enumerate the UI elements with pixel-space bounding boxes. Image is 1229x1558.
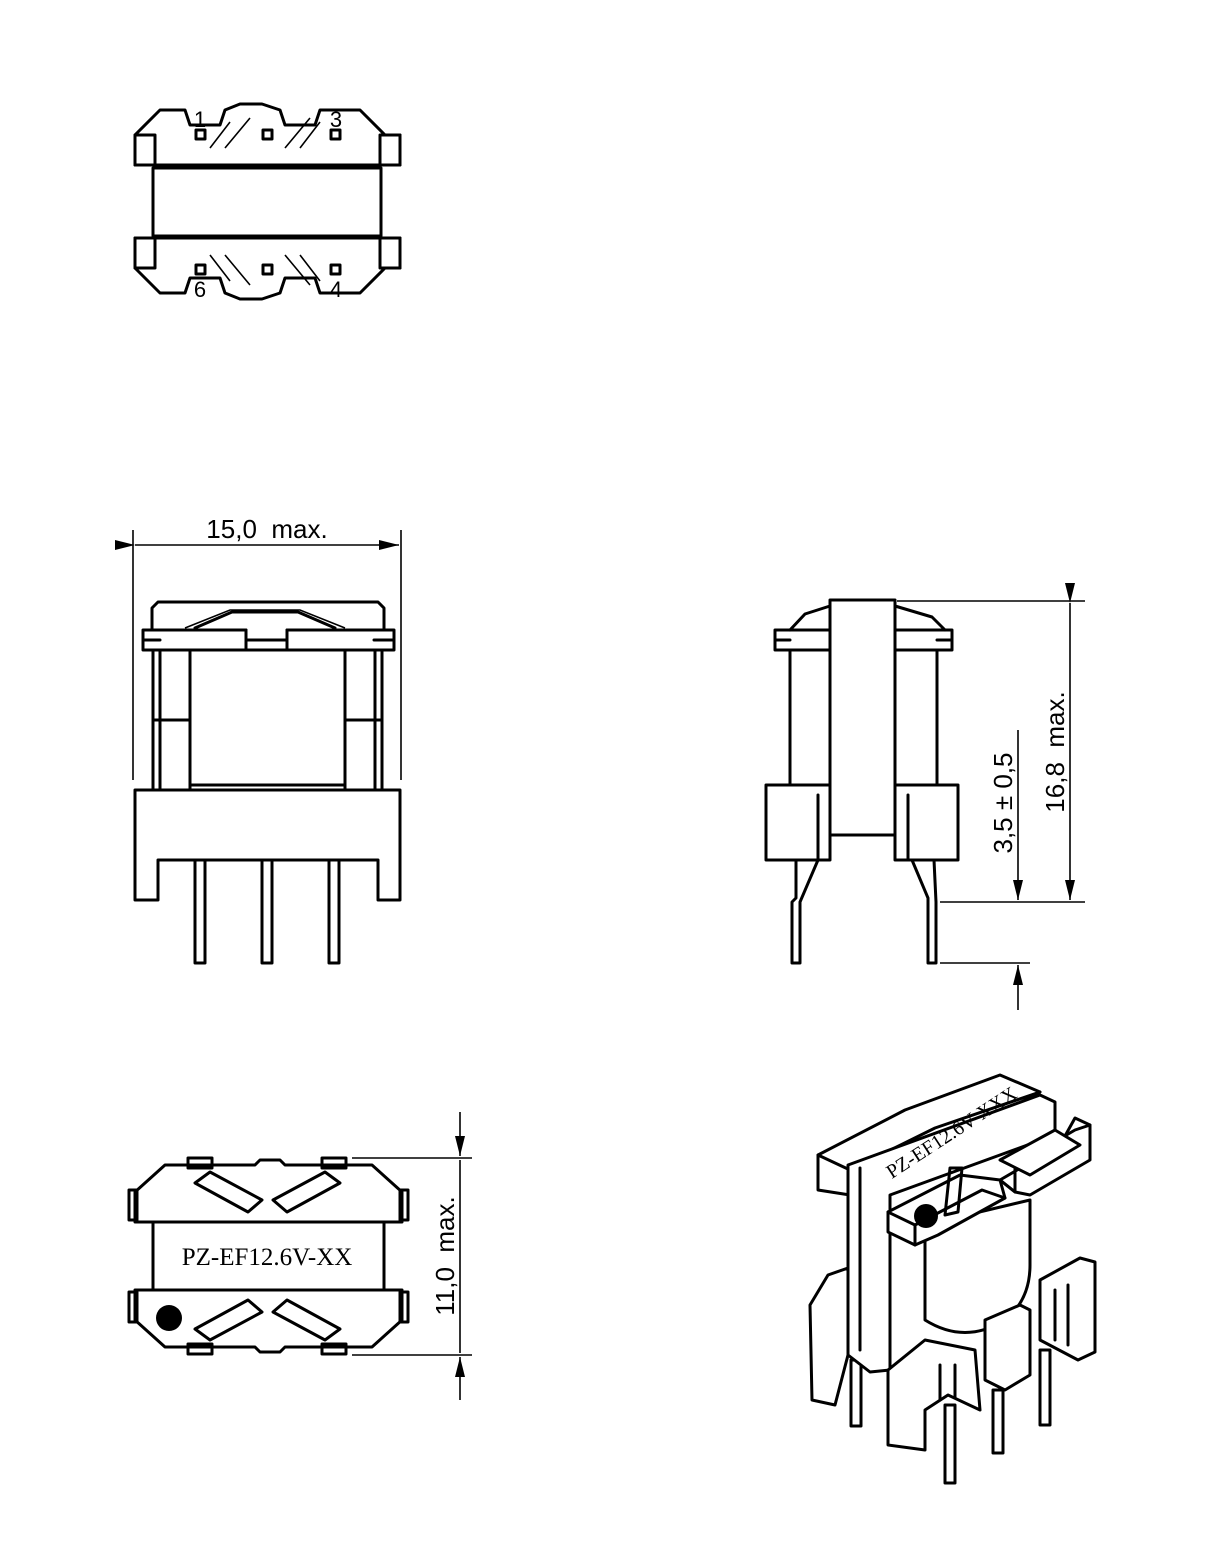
pin-length-dimension-label: 3,5 ± 0,5 xyxy=(988,752,1018,853)
height-dimension: 16,8 max. xyxy=(897,583,1085,903)
bottom-view: PZ-EF12.6V-XX 11,0 max. xyxy=(127,1112,472,1400)
pin-label-3: 3 xyxy=(330,107,342,132)
depth-dimension: 11,0 max. xyxy=(352,1112,472,1400)
width-dimension-label: 15,0 max. xyxy=(206,514,327,544)
bottom-view-upper-flange xyxy=(133,1158,404,1224)
width-dimension: 15,0 max. xyxy=(115,514,402,780)
side-view-core xyxy=(828,598,897,837)
pin1-marker-dot xyxy=(156,1305,182,1331)
side-view-pin-right xyxy=(910,858,938,965)
bottom-view-lower-flange xyxy=(133,1288,404,1354)
side-view-base-left xyxy=(764,783,832,862)
top-view-lower-flange xyxy=(133,236,402,301)
front-view-base xyxy=(133,788,402,902)
side-view-base-right xyxy=(893,783,960,862)
front-view: 15,0 max. xyxy=(115,514,402,965)
front-view-core xyxy=(150,600,386,632)
side-view-pin-left xyxy=(790,858,820,965)
pin-length-dimension: 3,5 ± 0,5 xyxy=(940,730,1030,1010)
front-view-bobbin xyxy=(188,648,347,787)
pin-label-1: 1 xyxy=(194,107,206,132)
height-dimension-label: 16,8 max. xyxy=(1040,691,1070,812)
bottom-view-marking: PZ-EF12.6V-XX xyxy=(182,1244,353,1271)
top-view-coil xyxy=(151,166,383,238)
top-view-upper-flange xyxy=(133,102,402,167)
iso-core xyxy=(846,1093,1057,1374)
isometric-view: PZ-EF12.6V-XXX xyxy=(808,1073,1097,1485)
depth-dimension-label: 11,0 max. xyxy=(430,1196,460,1315)
top-view: 1 3 6 4 xyxy=(133,102,402,302)
iso-pin1-marker-dot xyxy=(914,1204,938,1228)
pin-label-6: 6 xyxy=(194,277,206,302)
pin-label-4: 4 xyxy=(330,277,342,302)
front-view-pins xyxy=(193,858,341,965)
side-view: 16,8 max. 3,5 ± 0,5 xyxy=(764,583,1085,1010)
